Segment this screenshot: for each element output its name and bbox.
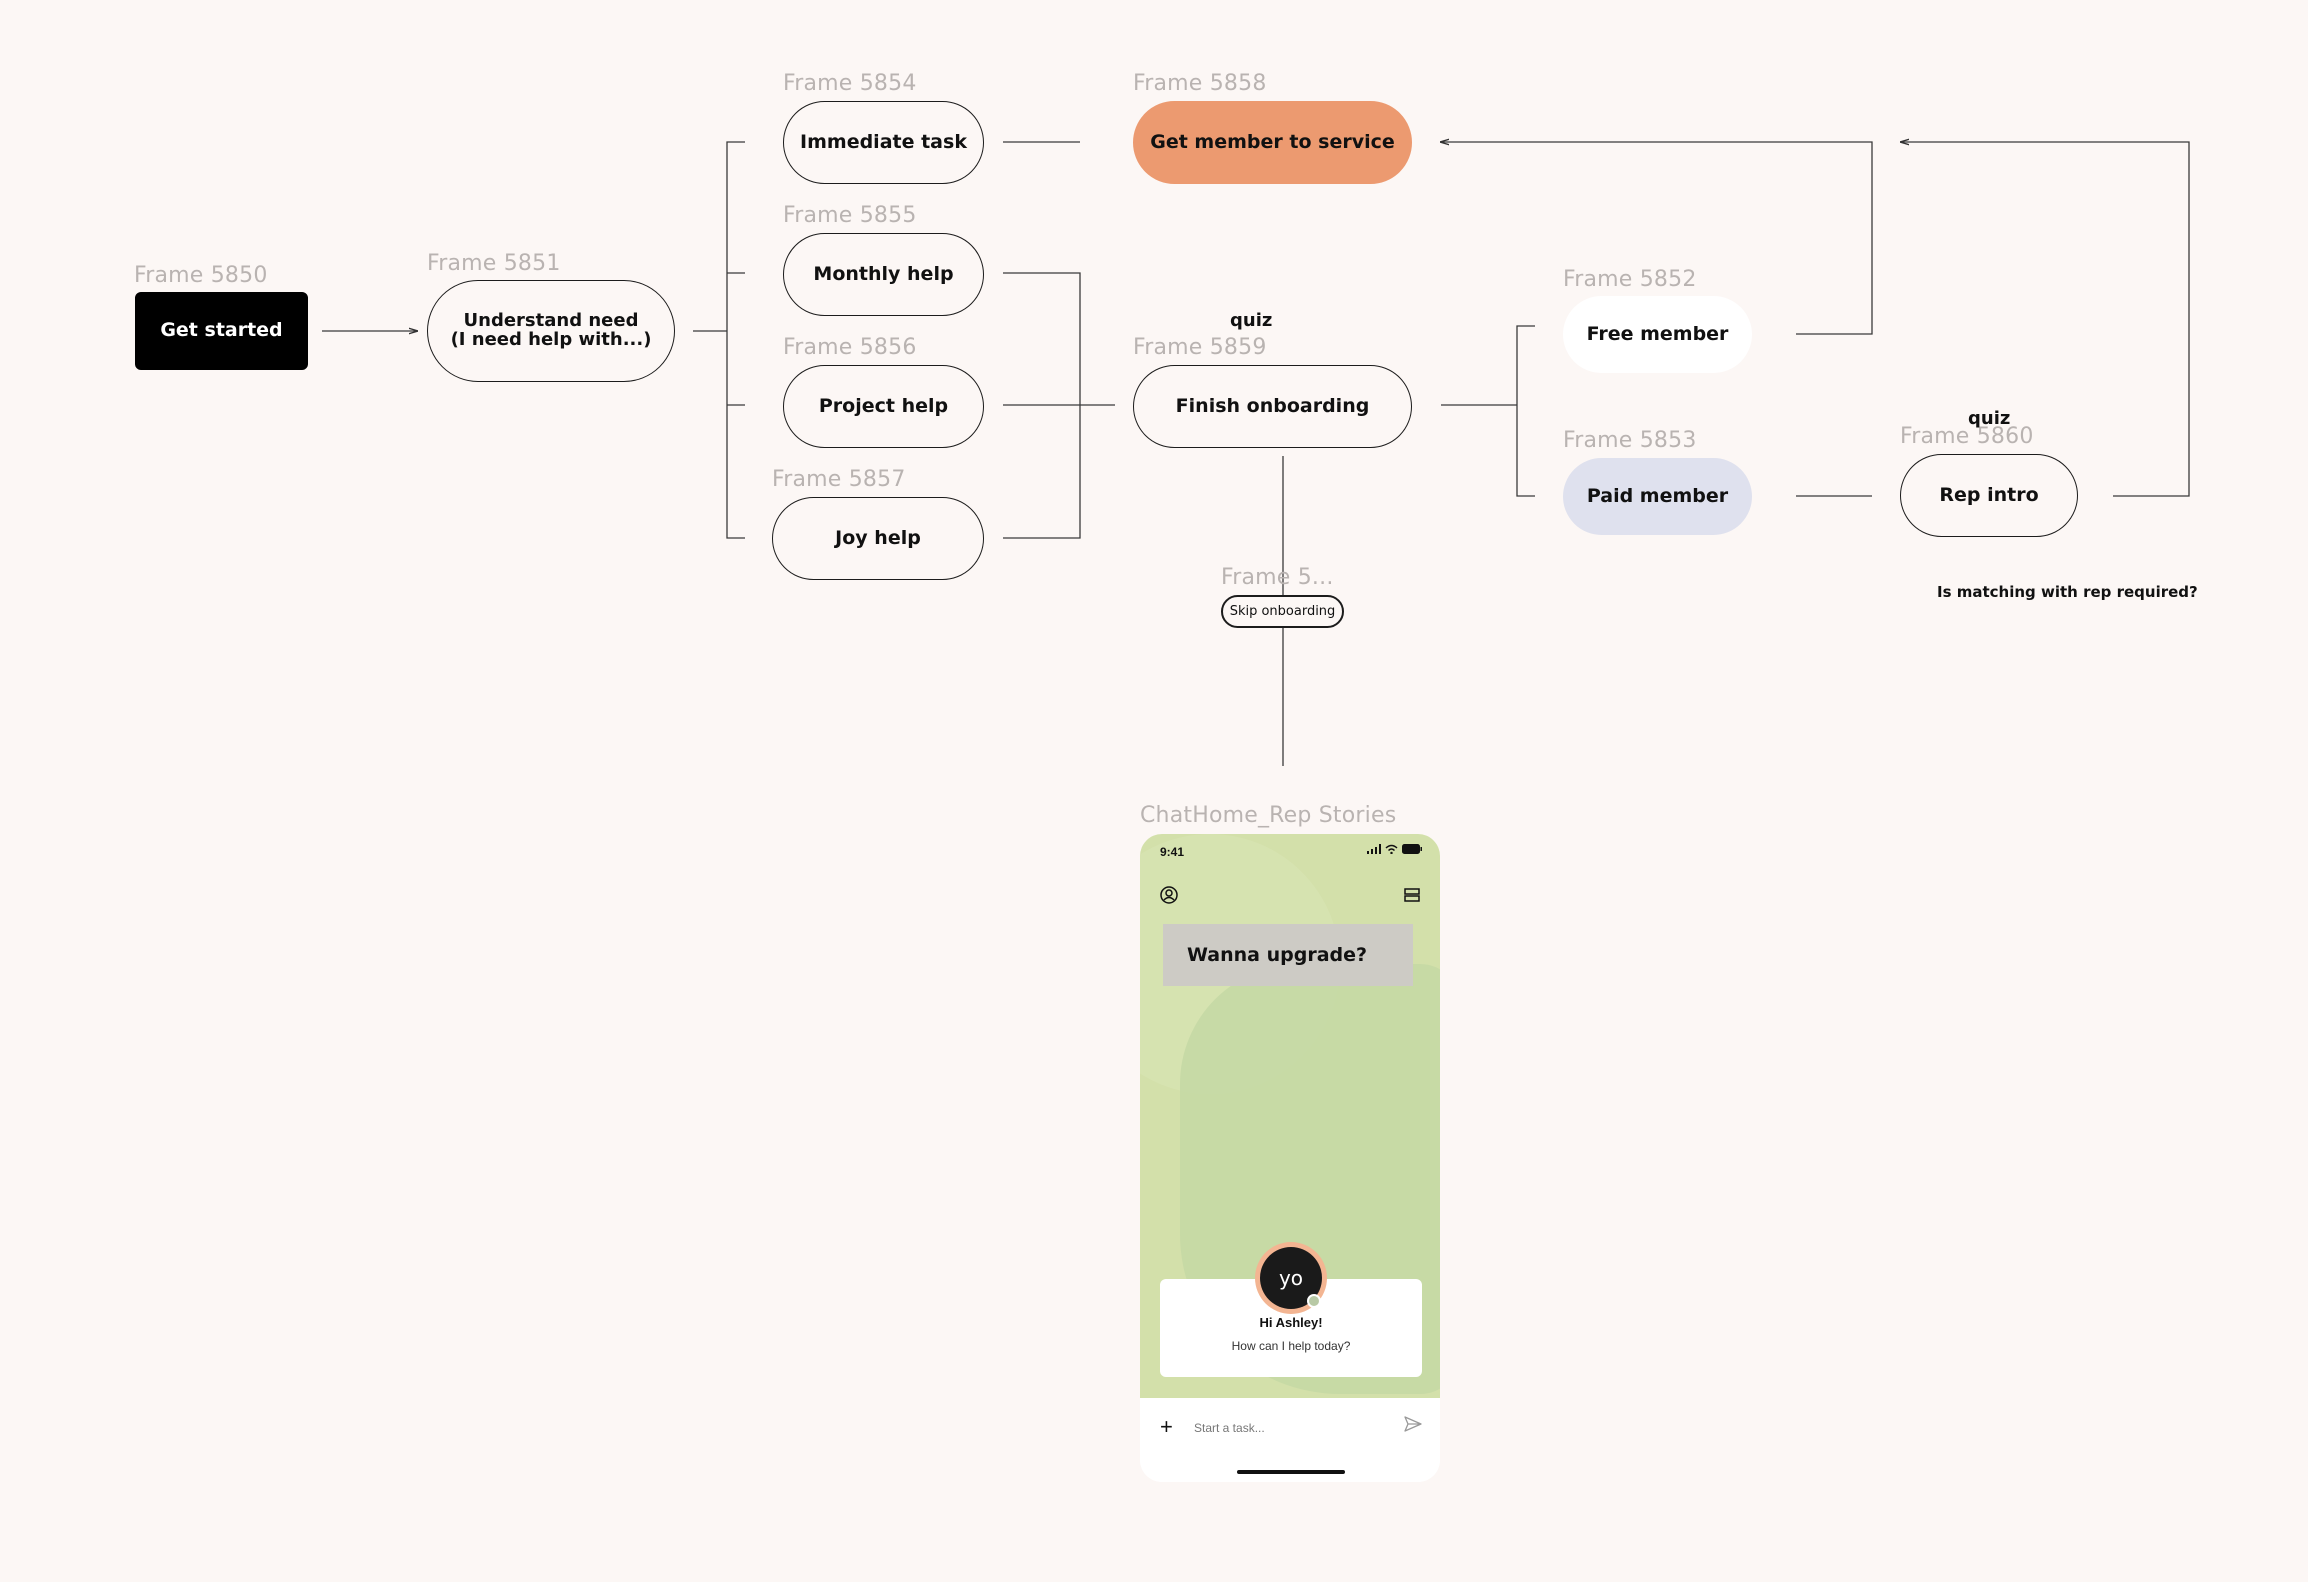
quiz-note-finish: quiz: [1230, 310, 1273, 331]
monthly-help-node[interactable]: Monthly help: [783, 233, 984, 316]
task-input[interactable]: [1192, 1420, 1396, 1436]
avatar[interactable]: yo: [1255, 1242, 1327, 1314]
get-member-to-service-node[interactable]: Get member to service: [1133, 101, 1412, 184]
skip-onboarding-node[interactable]: Skip onboarding: [1221, 595, 1344, 628]
frame-label-5855: Frame 5855: [783, 203, 917, 228]
free-member-node[interactable]: Free member: [1563, 296, 1752, 373]
finish-onboarding-node[interactable]: Finish onboarding: [1133, 365, 1412, 448]
bracket-to-finish: [1003, 272, 1115, 539]
wifi-icon: [1385, 844, 1398, 854]
get-started-node[interactable]: Get started: [135, 292, 308, 370]
frame-label-chathome: ChatHome_Rep Stories: [1140, 803, 1397, 828]
plus-icon[interactable]: +: [1160, 1414, 1173, 1439]
status-time: 9:41: [1160, 845, 1185, 859]
joy-help-node[interactable]: Joy help: [772, 497, 984, 580]
chat-input-bar: +: [1140, 1398, 1440, 1482]
home-indicator: [1237, 1470, 1345, 1474]
menu-icon[interactable]: [1404, 887, 1420, 903]
matching-question-note: Is matching with rep required?: [1937, 583, 2198, 601]
understand-need-node[interactable]: Understand need (I need help with...): [427, 280, 675, 382]
frame-label-5859: Frame 5859: [1133, 335, 1267, 360]
edge-rep-back: [1900, 142, 2190, 497]
project-help-node[interactable]: Project help: [783, 365, 984, 448]
frame-label-5851: Frame 5851: [427, 251, 561, 276]
bracket-members: [1516, 325, 1535, 497]
battery-icon: [1402, 844, 1422, 854]
rep-intro-node[interactable]: Rep intro: [1900, 454, 2078, 537]
signal-icon: [1367, 844, 1381, 854]
online-status-dot: [1307, 1294, 1321, 1308]
chat-home-phone: 9:41 Wanna upgrade?: [1140, 834, 1440, 1482]
greeting-subtext: How can I help today?: [1231, 1339, 1351, 1353]
immediate-task-node[interactable]: Immediate task: [783, 101, 984, 184]
frame-label-skip: Frame 5...: [1221, 565, 1334, 590]
upgrade-banner[interactable]: Wanna upgrade?: [1163, 924, 1413, 986]
send-icon[interactable]: [1404, 1416, 1422, 1432]
profile-icon[interactable]: [1160, 886, 1178, 904]
frame-label-5853: Frame 5853: [1563, 428, 1697, 453]
frame-label-5852: Frame 5852: [1563, 267, 1697, 292]
frame-label-5857: Frame 5857: [772, 467, 906, 492]
frame-label-5854: Frame 5854: [783, 71, 917, 96]
frame-label-5856: Frame 5856: [783, 335, 917, 360]
frame-label-5850: Frame 5850: [134, 263, 268, 288]
bracket-help-types: [726, 141, 745, 539]
frame-label-5858: Frame 5858: [1133, 71, 1267, 96]
paid-member-node[interactable]: Paid member: [1563, 458, 1752, 535]
quiz-note-rep: quiz: [1968, 408, 2011, 429]
frame-label-5860: Frame 5860: [1900, 424, 2034, 449]
edge-free-service: [1440, 142, 1873, 335]
greeting-card: Hi Ashley! How can I help today?: [1160, 1279, 1422, 1377]
greeting-text: Hi Ashley!: [1259, 1315, 1323, 1330]
status-icons: [1367, 844, 1422, 854]
